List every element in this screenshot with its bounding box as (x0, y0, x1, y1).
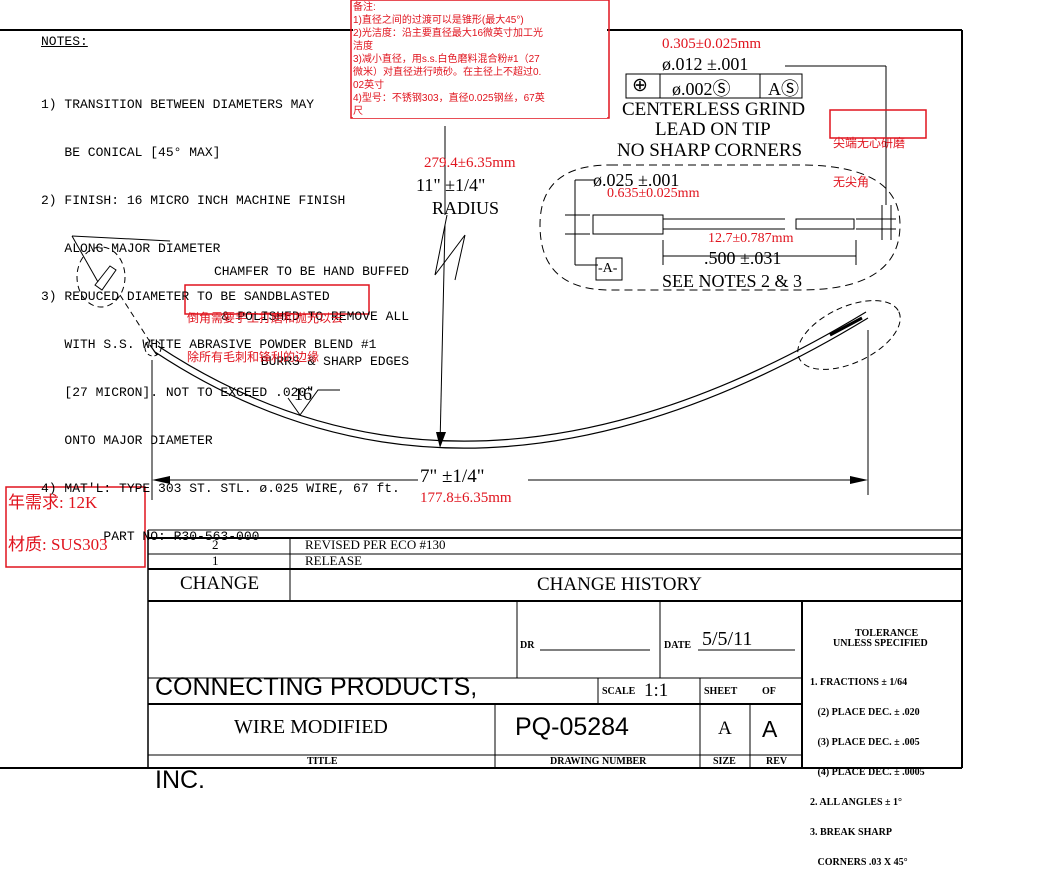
detail-diameter-cn: 0.635±0.025mm (607, 186, 700, 201)
note-line: WITH S.S. WHITE ABRASIVE POWDER BLEND #1 (41, 337, 377, 352)
tolerance-heading: TOLERANCE (855, 628, 919, 639)
tolerance-line: 2. ALL ANGLES ± 1° (810, 797, 903, 808)
revision-number: 2 (212, 537, 219, 552)
tolerance-line: 1. FRACTIONS ± 1/64 (810, 677, 908, 688)
tip-diameter: ø.012 ±.001 (662, 54, 749, 74)
rev-value: A (762, 716, 778, 742)
length-value: 7" ±1/4" (420, 466, 485, 487)
scale-value: 1:1 (644, 680, 669, 701)
of-label: OF (762, 686, 776, 697)
annual-demand-note: 年需求: 12K (8, 493, 98, 512)
wire-arc (154, 317, 869, 449)
chamfer-note-line: BURRS & SHARP EDGES (260, 354, 409, 369)
tolerance-line: (3) PLACE DEC. ± .005 (810, 737, 920, 748)
tolerance-line: (4) PLACE DEC. ± .0005 (810, 767, 925, 778)
drawing-number-label: DRAWING NUMBER (550, 756, 647, 767)
tip-cn-note: 尖端无心研磨 无尖角 (833, 111, 905, 202)
date-value: 5/5/11 (702, 628, 753, 650)
rev-label: REV (766, 756, 788, 767)
tolerance-list: 1. FRACTIONS ± 1/64 (2) PLACE DEC. ± .02… (810, 658, 925, 878)
fcf-value: ø.002Ⓢ (672, 79, 731, 99)
chamfer-note-line: CHAMFER TO BE HAND BUFFED (213, 264, 409, 279)
tip-note-line1: CENTERLESS GRIND (622, 99, 806, 120)
size-value: A (718, 718, 732, 739)
drawn-by-label: DR (520, 640, 535, 651)
cn-note-line: 2)光洁度：沿主要直径最大16微英寸加工光 (353, 28, 544, 39)
cn-notes-box: 备注: 1)直径之间的过渡可以是锥形(最大45°) 2)光洁度：沿主要直径最大1… (353, 1, 607, 118)
revision-number: 1 (212, 553, 219, 568)
datum-a-label: -A- (598, 261, 618, 276)
revision-description: REVISED PER ECO #130 (305, 537, 446, 552)
company-name-line: INC. (155, 766, 205, 794)
drawing-number: PQ-05284 (515, 713, 629, 741)
drawing-title: WIRE MODIFIED (234, 716, 388, 738)
change-label: CHANGE (180, 573, 260, 594)
company-name-line: CONNECTING PRODUCTS, (155, 673, 478, 701)
cn-note-line: 备注: (353, 2, 376, 13)
note-line: 2) FINISH: 16 MICRO INCH MACHINE FINISH (41, 193, 346, 208)
cn-note-line: 4)型号：不锈钢303，直径0.025钢丝，67英 (353, 93, 545, 104)
material-note: 材质: SUS303 (8, 535, 108, 554)
note-line: 1) TRANSITION BETWEEN DIAMETERS MAY (41, 97, 315, 112)
note-line: [27 MICRON]. NOT TO EXCEED .020" (41, 385, 315, 400)
cn-note-line: 1)直径之间的过渡可以是锥形(最大45°) (353, 15, 524, 26)
title-label: TITLE (307, 756, 338, 767)
cn-note-line: 洁度 (353, 41, 373, 52)
tip-cn-note-line: 尖端无心研磨 (833, 136, 906, 150)
tolerance-subheading: UNLESS SPECIFIED (833, 638, 928, 649)
tolerance-line: CORNERS .03 X 45° (810, 857, 908, 868)
chamfer-cn-line: 倒角需要手工打磨和抛光以去 (187, 311, 344, 325)
notes-list: 1) TRANSITION BETWEEN DIAMETERS MAY BE C… (41, 65, 400, 561)
chamfer-detail-bubble (76, 246, 126, 308)
length-cn: 177.8±6.35mm (420, 490, 512, 506)
tolerance-line: (2) PLACE DEC. ± .020 (810, 707, 920, 718)
radius-cn: 279.4±6.35mm (424, 155, 516, 171)
chamfer-note: CHAMFER TO BE HAND BUFFED & POLISHED TO … (173, 234, 409, 384)
chamfer-note-line: & POLISHED TO REMOVE ALL (221, 309, 409, 324)
notes-heading: NOTES: (41, 34, 88, 49)
change-history-label: CHANGE HISTORY (537, 574, 702, 595)
radius-label: RADIUS (432, 198, 500, 218)
position-tolerance-icon: ⊕ (632, 75, 648, 96)
detail-length-cn: 12.7±0.787mm (708, 231, 794, 246)
fcf-datum: AⓈ (768, 79, 799, 99)
tip-note-line3: NO SHARP CORNERS (617, 140, 803, 161)
tip-note-line2: LEAD ON TIP (655, 119, 771, 140)
radius-value: 11" ±1/4" (416, 175, 486, 195)
note-line: BE CONICAL [45° MAX] (41, 145, 221, 160)
surface-finish-label: 16 (294, 384, 312, 404)
drawing-canvas (0, 0, 963, 769)
cn-note-line: 微米）对直径进行喷砂。在主径上不超过0. (353, 67, 542, 78)
cn-note-line: 02英寸 (353, 80, 385, 91)
see-notes-label: SEE NOTES 2 & 3 (662, 271, 803, 291)
note-line: ALONG MAJOR DIAMETER (41, 241, 221, 256)
detail-diameter: ø.025 ±.001 (593, 170, 680, 190)
note-line: 3) REDUCED DIAMETER TO BE SANDBLASTED (41, 289, 330, 304)
tolerance-line: 3. BREAK SHARP (810, 827, 892, 838)
tip-cn-note-line: 无尖角 (833, 175, 870, 189)
cn-note-line: 尺 (353, 106, 363, 117)
note-line: ONTO MAJOR DIAMETER (41, 433, 213, 448)
chamfer-cn-note: 倒角需要手工打磨和抛光以去 除所有毛刺和锋利的边缘 (187, 286, 343, 377)
scale-label: SCALE (602, 686, 636, 697)
tip-cn-tolerance: 0.305±0.025mm (662, 36, 762, 52)
note-line: PART NO: R30-563-000 (41, 529, 260, 544)
detail-capsule (539, 164, 901, 291)
detail-length: .500 ±.031 (704, 248, 782, 268)
chamfer-cn-line: 除所有毛刺和锋利的边缘 (187, 350, 320, 364)
size-label: SIZE (713, 756, 736, 767)
cn-note-line: 3)减小直径，用s.s.白色磨料混合粉#1（27 (353, 54, 540, 65)
date-label: DATE (664, 640, 692, 651)
revision-description: RELEASE (305, 553, 363, 568)
sheet-label: SHEET (704, 686, 738, 697)
note-line: 4) MAT'L: TYPE 303 ST. STL. ø.025 WIRE, … (41, 481, 400, 496)
